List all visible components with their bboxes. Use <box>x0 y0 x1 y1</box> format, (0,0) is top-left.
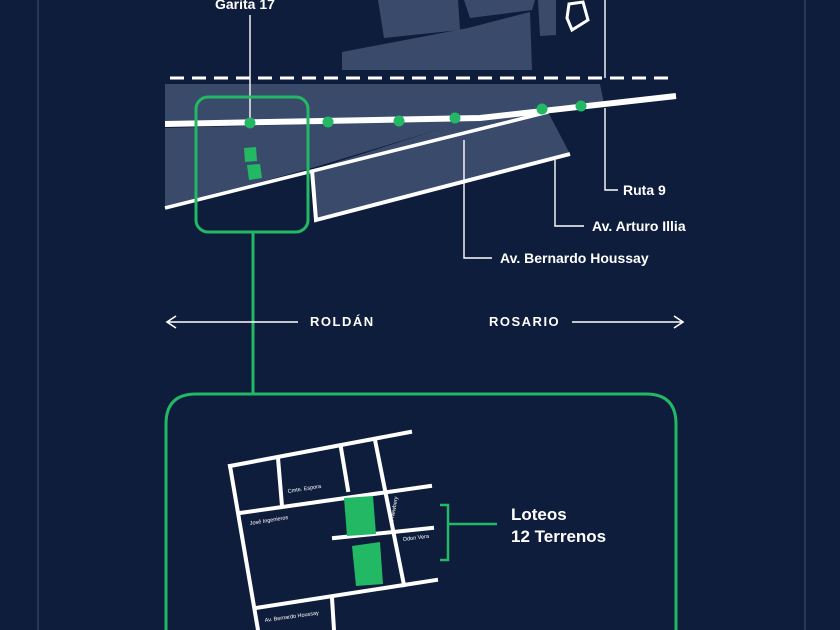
street-label: Odon Vera <box>403 534 431 543</box>
arrow-east-head <box>673 315 685 329</box>
street-label: J. Newbery <box>389 496 400 524</box>
city-block <box>312 112 570 220</box>
leader-av-illia <box>554 160 584 227</box>
garita-label: Garita 17 <box>215 0 275 12</box>
road-stop-dot <box>244 117 256 129</box>
city-block <box>342 12 532 70</box>
road-stop-dot <box>393 115 405 127</box>
av-illia-label: Av. Arturo Illia <box>592 218 686 234</box>
landmark-outline <box>565 0 590 33</box>
road-av-illia <box>310 152 571 223</box>
direction-roldan-label: ROLDÁN <box>310 314 375 329</box>
lot-marker <box>244 147 257 162</box>
direction-rosario-label: ROSARIO <box>489 314 561 329</box>
city-block <box>464 0 535 18</box>
road-av-houssay <box>164 110 549 210</box>
road-stop-dot <box>536 103 548 115</box>
city-block <box>165 120 470 208</box>
av-houssay-label: Av. Bernardo Houssay <box>500 250 649 266</box>
legend-bracket <box>440 503 450 562</box>
legend-subtitle: 12 Terrenos <box>511 527 607 546</box>
ruta-9-label: Ruta 9 <box>623 182 666 198</box>
detail-street-grid <box>227 429 439 630</box>
street-label: José Ingenieros <box>249 515 289 527</box>
street-label: Av. Bernardo Houssay <box>264 610 319 624</box>
road-stop-dot <box>322 116 334 128</box>
detail-panel <box>164 392 678 630</box>
leader-av-houssay <box>463 140 492 259</box>
legend-title: Loteos <box>511 505 567 524</box>
lot-marker <box>247 164 262 180</box>
city-block <box>538 0 556 36</box>
road-ruta-9 <box>164 93 677 127</box>
city-block <box>378 0 460 38</box>
leader-ruta-9 <box>604 108 618 191</box>
road-stop-dot <box>575 100 587 112</box>
lot-block-north <box>344 496 376 536</box>
arrow-west-head <box>165 315 177 329</box>
street-label: Cmte. Espora <box>287 484 322 495</box>
lot-block-south <box>352 542 383 586</box>
road-stop-dot <box>449 112 461 124</box>
